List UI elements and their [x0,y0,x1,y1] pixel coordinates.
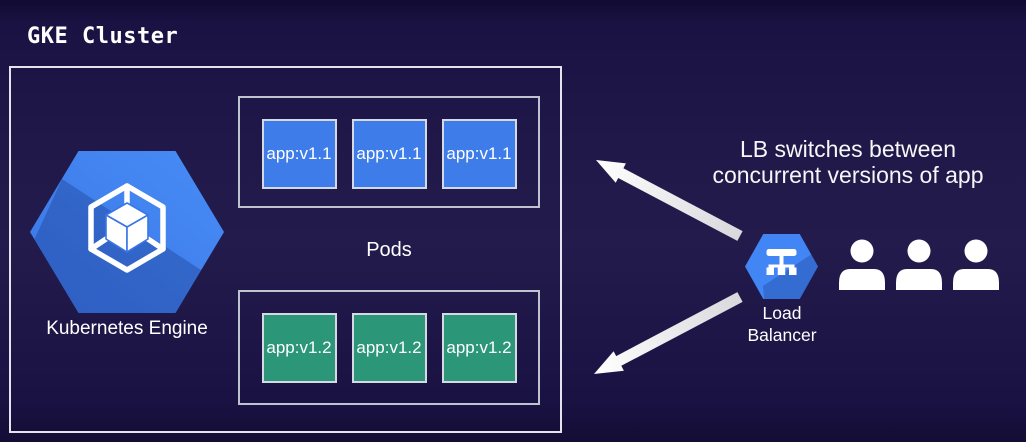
user-icon [896,239,942,290]
lb-annotation-line2: concurrent versions of app [712,162,984,188]
arrow-to-v1-pods-icon [596,160,743,241]
lb-annotation-line1: LB switches between [739,136,957,162]
cluster-boundary-box [9,66,562,433]
load-balancer-label-line1: Load [762,303,802,323]
diagram-title: GKE Cluster [27,24,179,49]
arrow-to-v2-pods-icon [594,292,743,374]
pod: app:v1.1 [261,119,337,189]
load-balancer-label-line2: Balancer [747,325,817,345]
user-icon [953,239,999,290]
pod: app:v1.2 [351,313,427,383]
pod: app:v1.1 [351,119,427,189]
load-balancer-label: Load Balancer [712,302,852,346]
pods-label: Pods [366,239,412,261]
kubernetes-engine-icon [30,151,224,313]
cube-in-hexagon-glyph [88,183,166,273]
kubernetes-engine-label: Kubernetes Engine [46,318,208,339]
pod: app:v1.2 [261,313,337,383]
pod: app:v1.1 [441,119,517,189]
user-icon [839,239,885,290]
lb-annotation: LB switches between concurrent versions … [672,136,1024,188]
pods-group-v1-1: app:v1.1 app:v1.1 app:v1.1 [238,96,540,208]
users-icon [839,239,999,290]
load-balancer-icon [745,234,818,299]
network-tree-glyph [766,249,797,275]
pod: app:v1.2 [441,313,517,383]
pods-group-v1-2: app:v1.2 app:v1.2 app:v1.2 [238,290,540,405]
